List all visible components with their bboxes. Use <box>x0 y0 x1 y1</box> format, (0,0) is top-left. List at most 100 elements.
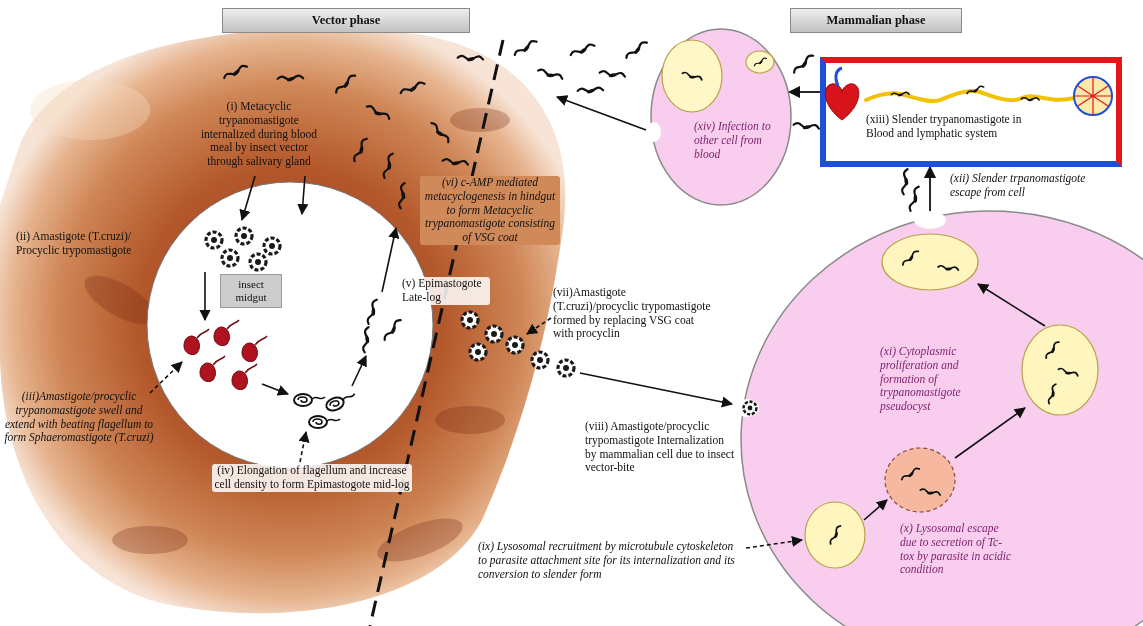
step-text: (xiv) Infection to other cell from blood <box>694 120 784 161</box>
arrow-line <box>382 228 396 292</box>
parasite-glyph <box>222 250 238 266</box>
illustration-ellipse <box>885 448 955 512</box>
parasite-glyph <box>399 82 425 95</box>
parasite-glyph <box>462 312 478 328</box>
cell-membrane <box>741 211 1143 626</box>
stage-label: (vii)Amastigote (T.cruzi)/procyclic tryp… <box>553 286 713 341</box>
text-holder: (xiv) Infection to other cell from blood <box>694 120 784 161</box>
phase-header: Mammalian phase <box>790 8 962 33</box>
arrow-line <box>746 540 802 548</box>
parasite-glyph <box>264 238 280 254</box>
parasite-glyph <box>380 319 405 342</box>
parasite-glyph <box>232 364 257 390</box>
parasite-glyph <box>891 90 909 99</box>
parasite-glyph <box>558 360 574 376</box>
node-title: insect midgut <box>225 278 277 304</box>
parasite-glyph <box>184 329 209 355</box>
stage-arrows <box>150 97 732 462</box>
parasite-glyph <box>744 402 757 415</box>
parasite-glyph <box>457 51 483 66</box>
parasite-glyph <box>623 41 649 59</box>
parasite-glyph <box>1043 341 1063 359</box>
step-text: (xiii) Slender trypanomastigote in Blood… <box>866 113 1032 141</box>
illustration-ellipse <box>1022 325 1098 415</box>
label-holder: (vii)Amastigote (T.cruzi)/procyclic tryp… <box>553 286 713 341</box>
label-holder: (vi) c-AMP mediated metacyclogenesis in … <box>420 176 560 245</box>
arrow-line <box>262 384 288 394</box>
parasite-glyph <box>294 394 325 406</box>
illustration-circle <box>1074 77 1112 115</box>
label-holder: (ix) Lysosomal recruitment by microtubul… <box>478 540 743 581</box>
parasite-glyph <box>324 391 357 413</box>
parasite-glyph <box>242 336 267 362</box>
blood-vessel: (xiii) Slender trypanomastigote in Blood… <box>820 57 1122 167</box>
parasite-glyph <box>309 416 340 428</box>
arrow-line <box>580 373 732 404</box>
insect-highlight <box>30 80 150 140</box>
parasite-glyph <box>349 137 372 162</box>
parasite-glyph <box>753 57 768 66</box>
parasite-glyph <box>900 250 921 266</box>
parasite-glyph <box>430 120 450 146</box>
step-text: (x) Lysosomal escape due to secretion of… <box>900 522 1012 577</box>
parasite-glyph <box>826 525 844 545</box>
illustration-ellipse <box>662 40 722 112</box>
label-holder: (iv) Elongation of flagellum and increas… <box>212 464 412 492</box>
label-holder: (ii) Amastigote (T.cruzi)/ Procyclic try… <box>16 230 174 258</box>
vessel-art <box>825 68 1112 120</box>
illustration-ellipse <box>805 502 865 568</box>
illustration-ellipse <box>914 211 946 229</box>
flow-arrow <box>789 91 820 93</box>
illustration-path <box>866 91 1074 101</box>
stage-label: (vi) c-AMP mediated metacyclogenesis in … <box>420 176 560 245</box>
illustration-ellipse <box>882 234 978 290</box>
arrow-line <box>204 272 206 320</box>
parasite-glyph <box>486 326 502 342</box>
stage-label: (xii) Slender trpanomastigote escape fro… <box>950 172 1115 200</box>
arrow-line <box>864 500 887 520</box>
sphaeromastigotes <box>184 320 267 390</box>
stage-label: (iv) Elongation of flagellum and increas… <box>212 464 412 492</box>
label-holder: (viii) Amastigote/procyclic trypomastigo… <box>585 420 735 475</box>
arrow-line <box>150 362 182 393</box>
text-holder: (xiii) Slender trypanomastigote in Blood… <box>866 113 1032 141</box>
illustration-ellipse <box>112 526 188 554</box>
illustration-ellipse <box>746 51 774 73</box>
node-title: Mammalian phase <box>797 13 955 28</box>
parasite-glyph <box>900 467 921 480</box>
parasite-glyph <box>214 320 239 346</box>
step-text: (xi) Cytoplasmic proliferation and forma… <box>880 345 1005 414</box>
parasite-glyph <box>236 228 252 244</box>
illustration-path <box>836 68 842 86</box>
parasite-glyph <box>277 72 303 85</box>
parasite-glyph <box>250 254 266 270</box>
parasite-glyph <box>966 86 984 95</box>
parasite-glyph <box>569 44 595 57</box>
text-holder: insect midgut <box>225 278 277 304</box>
illustration-group <box>746 284 1045 548</box>
label-holder: (v) Epimastogote Late-log <box>400 277 490 305</box>
parasite-glyph <box>938 262 959 275</box>
arrow-line <box>300 432 306 462</box>
parasite-glyph <box>599 66 625 83</box>
parasite-glyph <box>470 344 486 360</box>
phase-header: Vector phase <box>222 8 470 33</box>
flow-arrow <box>929 167 931 217</box>
parasite-glyph <box>791 54 817 74</box>
parasite-glyph <box>358 326 375 352</box>
parasite-glyph <box>897 168 914 194</box>
node-title: Vector phase <box>229 13 463 28</box>
parasite-glyph <box>537 65 563 85</box>
stage-label: (viii) Amastigote/procyclic trypomastigo… <box>585 420 735 475</box>
parasite-glyph <box>577 84 603 97</box>
top-cell-art <box>647 40 774 142</box>
parasite-glyph <box>379 153 399 179</box>
amastigotes <box>206 228 574 376</box>
parasite-glyph <box>920 485 941 500</box>
parasite-glyph <box>1058 364 1079 380</box>
illustration-ellipse <box>30 80 150 140</box>
illustration-ellipse <box>372 510 468 571</box>
parasite-glyph <box>1044 383 1060 404</box>
stage-label: (ii) Amastigote (T.cruzi)/ Procyclic try… <box>16 230 174 258</box>
parasite-glyph <box>905 186 925 212</box>
